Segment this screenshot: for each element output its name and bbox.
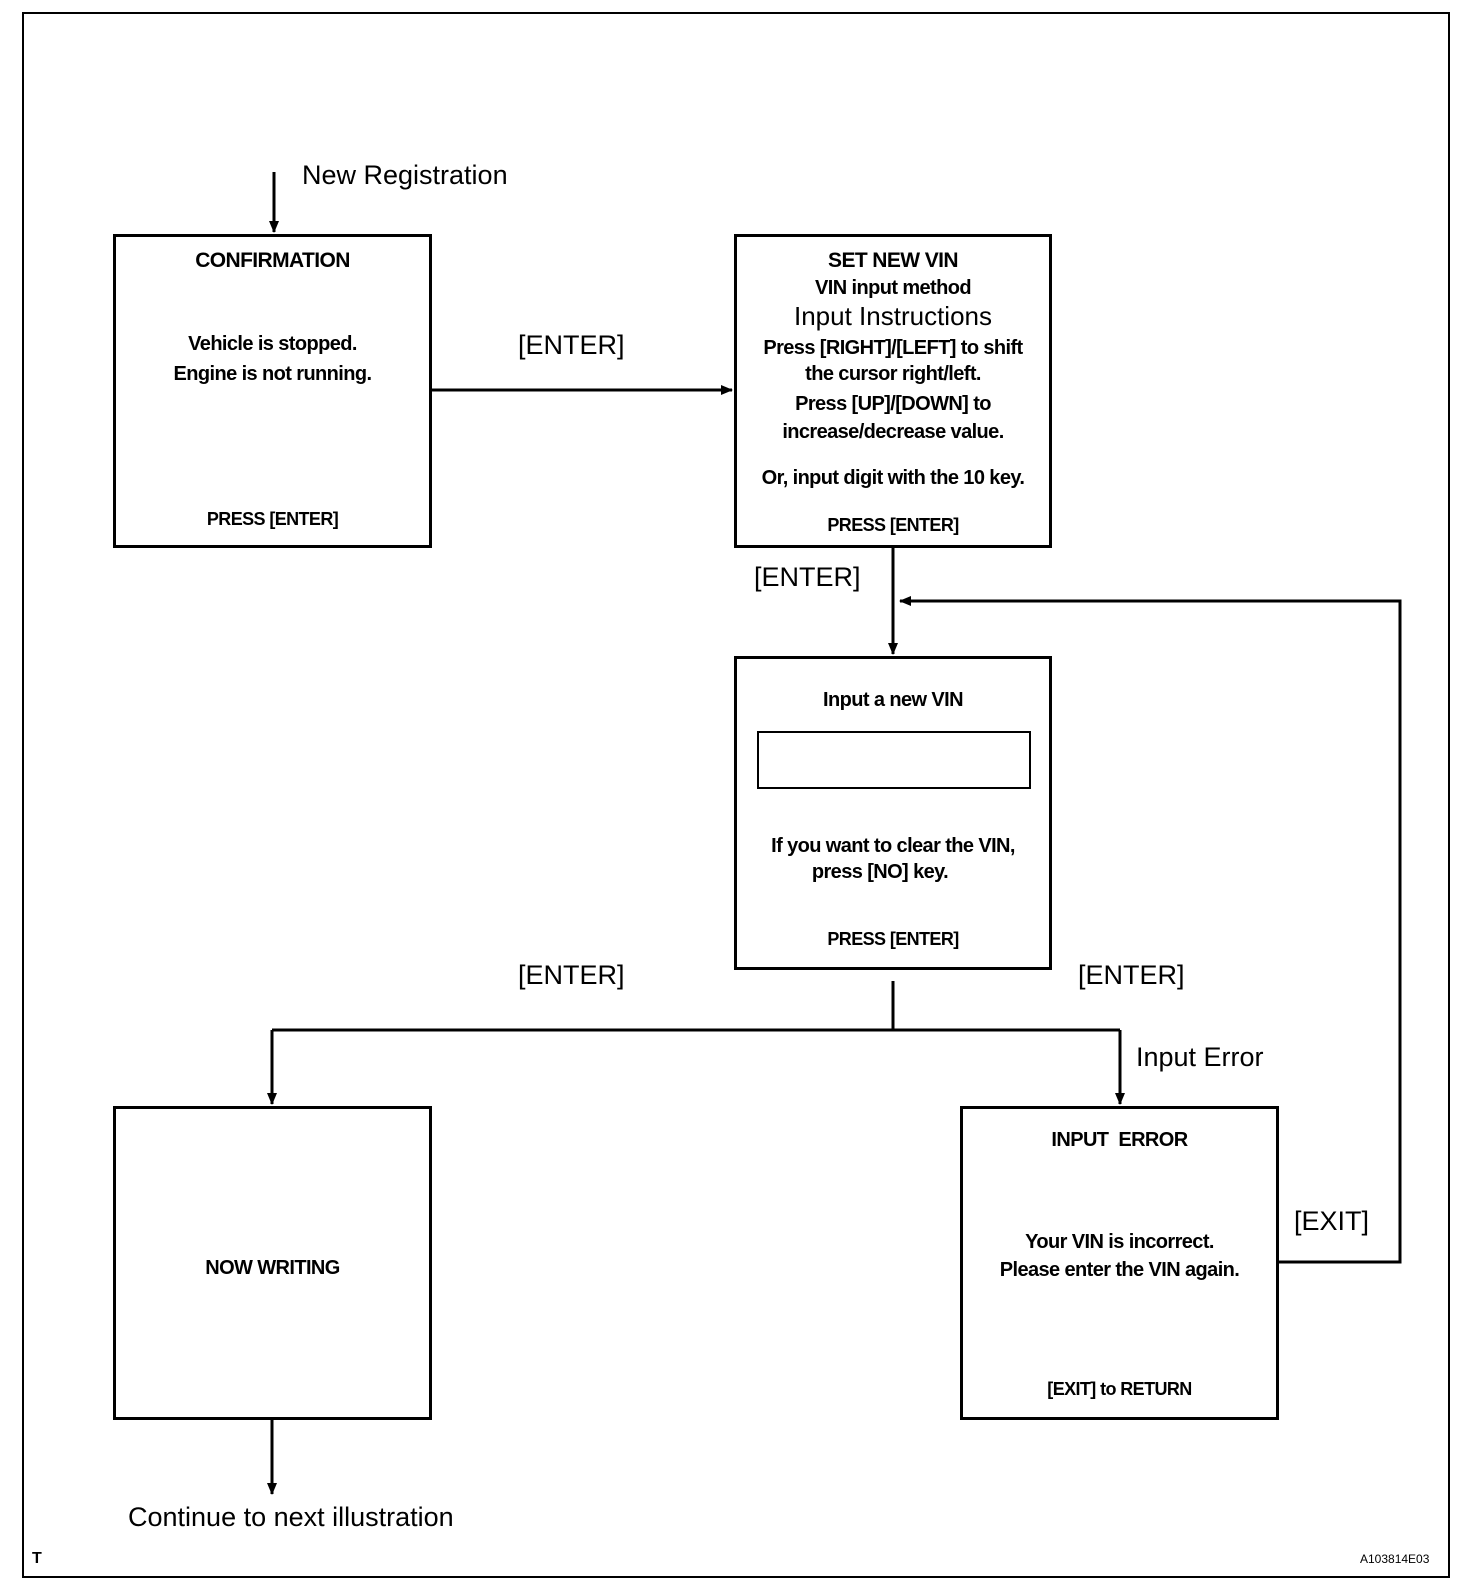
input-new-vin-footer: PRESS [ENTER] xyxy=(827,929,959,949)
input-new-vin-line-2: press [NO] key. xyxy=(811,861,949,883)
input-error-footer: [EXIT] to RETURN xyxy=(1047,1379,1192,1399)
figure-frame xyxy=(22,12,1450,1578)
input-new-vin-title: Input a new VIN xyxy=(823,689,964,711)
input-error-label: Input Error xyxy=(1136,1042,1264,1072)
set-new-vin-line-5: Or, input digit with the 10 key. xyxy=(761,467,1025,489)
set-new-vin-title: SET NEW VIN xyxy=(828,249,959,272)
input-new-vin-line-1: If you want to clear the VIN, xyxy=(771,835,1015,857)
enter-label-input-error: [ENTER] xyxy=(1078,960,1185,990)
set-new-vin-subtitle: VIN input method xyxy=(815,277,972,299)
input-error-line-1: Your VIN is incorrect. xyxy=(1025,1231,1214,1253)
confirmation-footer: PRESS [ENTER] xyxy=(206,509,339,529)
exit-label: [EXIT] xyxy=(1294,1206,1370,1236)
confirmation-title: CONFIRMATION xyxy=(195,249,350,272)
confirmation-line-1: Vehicle is stopped. xyxy=(188,333,357,355)
enter-label-confirmation: [ENTER] xyxy=(518,330,625,360)
exit-return-arrow xyxy=(899,596,1402,1264)
enter-label-set-vin: [ENTER] xyxy=(754,562,861,592)
set-new-vin-line-1: Press [RIGHT]/[LEFT] to shift xyxy=(763,337,1023,359)
input-error-line-2: Please enter the VIN again. xyxy=(999,1259,1240,1281)
set-new-vin-line-2: the cursor right/left. xyxy=(805,363,981,385)
figure-id: A103814E03 xyxy=(1360,1552,1430,1566)
input-error-title: INPUT ERROR xyxy=(1051,1129,1188,1151)
set-new-vin-screen: SET NEW VIN VIN input method Input Instr… xyxy=(734,234,1052,548)
confirmation-screen: CONFIRMATION Vehicle is stopped. Engine … xyxy=(113,234,432,548)
set-new-vin-line-4: increase/decrease value. xyxy=(782,421,1004,443)
input-new-vin-screen: Input a new VIN If you want to clear the… xyxy=(734,656,1052,970)
input-error-screen: INPUT ERROR Your VIN is incorrect. Pleas… xyxy=(960,1106,1279,1420)
set-new-vin-line-3: Press [UP]/[DOWN] to xyxy=(795,393,991,415)
vin-input-field[interactable] xyxy=(757,731,1031,789)
corner-mark: T xyxy=(32,1550,42,1567)
set-new-vin-footer: PRESS [ENTER] xyxy=(827,515,959,535)
now-writing-screen: NOW WRITING xyxy=(113,1106,432,1420)
confirmation-line-2: Engine is not running. xyxy=(173,363,373,385)
new-registration-label: New Registration xyxy=(302,160,508,190)
now-writing-title: NOW WRITING xyxy=(205,1257,340,1279)
continue-label: Continue to next illustration xyxy=(128,1502,454,1532)
input-instructions-heading: Input Instructions xyxy=(794,301,992,331)
enter-label-now-writing: [ENTER] xyxy=(518,960,625,990)
